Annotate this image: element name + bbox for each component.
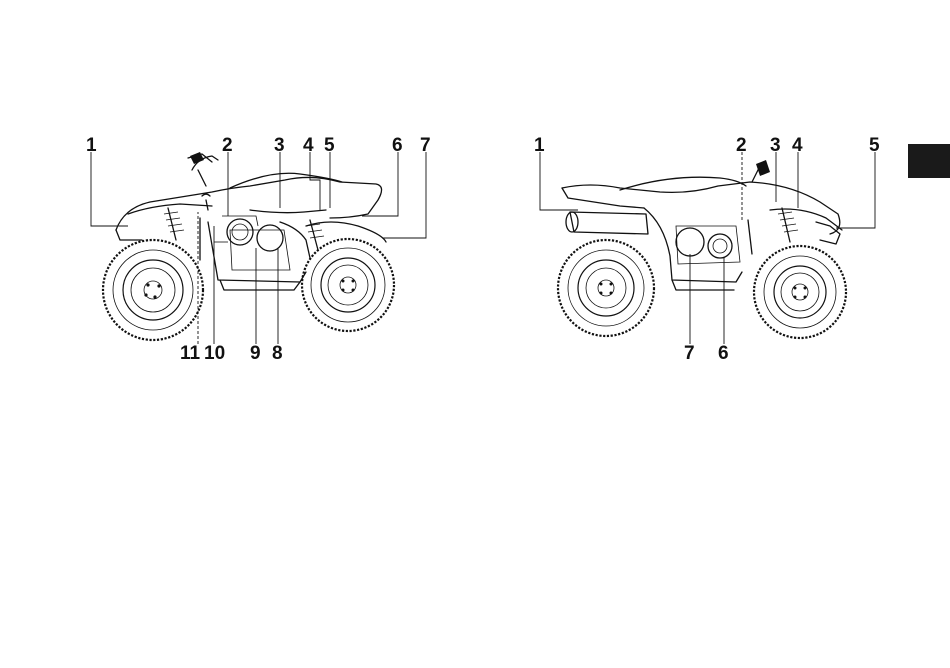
front-shock [778, 208, 798, 242]
atv-left-side-view: 1 2 3 4 5 6 7 8 9 10 11 [80, 130, 440, 370]
rear-wheel [558, 240, 654, 336]
callout-right-5: 5 [869, 136, 880, 155]
callout-left-7: 7 [420, 136, 431, 155]
callout-right-6: 6 [718, 344, 729, 363]
callout-left-11: 11 [180, 344, 200, 363]
rear-wheel [103, 240, 203, 340]
atv-right-side-view: 1 2 3 4 5 6 7 [520, 130, 900, 370]
lever-tip [202, 194, 210, 196]
callout-right-2: 2 [736, 136, 747, 155]
callout-left-4: 4 [303, 136, 314, 155]
callout-right-7: 7 [684, 344, 695, 363]
callout-left-6: 6 [392, 136, 403, 155]
callout-left-10: 10 [204, 344, 225, 363]
callout-right-4: 4 [792, 136, 803, 155]
engine [214, 216, 283, 251]
callout-left-8: 8 [272, 344, 283, 363]
muffler [566, 212, 648, 234]
callout-left-5: 5 [324, 136, 335, 155]
atv-left-illustration [80, 130, 440, 370]
callout-left-3: 3 [274, 136, 285, 155]
handlebar [188, 152, 218, 186]
callout-left-1: 1 [86, 136, 97, 155]
callout-right-1: 1 [534, 136, 545, 155]
callout-left-9: 9 [250, 344, 261, 363]
rear-shock [164, 208, 184, 240]
front-wheel [302, 239, 394, 331]
atv-right-illustration [520, 130, 900, 370]
callout-left-2: 2 [222, 136, 233, 155]
engine [676, 226, 740, 264]
section-tab-marker [908, 144, 950, 178]
front-wheel [754, 246, 846, 338]
callout-right-3: 3 [770, 136, 781, 155]
